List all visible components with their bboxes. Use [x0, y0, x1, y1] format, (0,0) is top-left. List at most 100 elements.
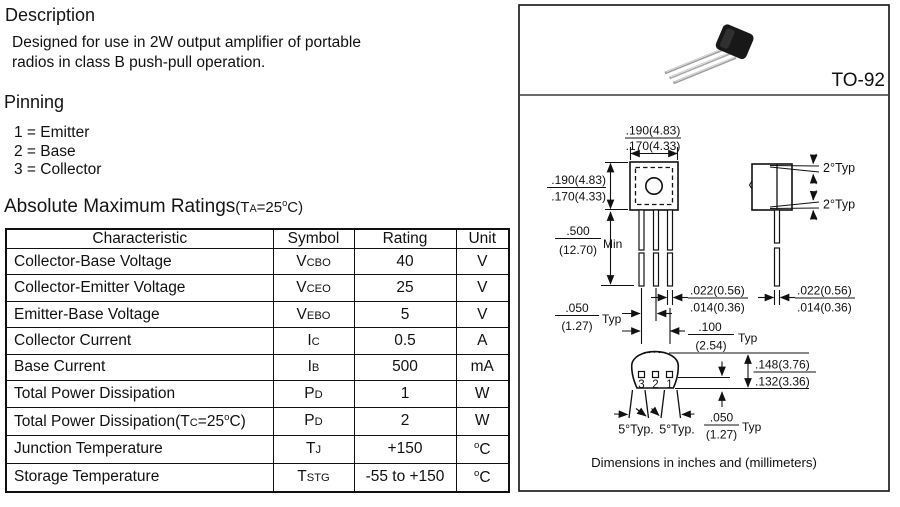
symbol-cell: TJ [272, 434, 355, 464]
characteristic-cell: Collector-Emitter Voltage [5, 274, 274, 302]
pin-item: 1 = Emitter [14, 124, 90, 141]
pin-number-2: 2 [652, 379, 658, 391]
unit-cell: V [455, 300, 510, 329]
dim-lead-length-suffix: Min [603, 237, 622, 251]
dim-lead-span-bot: (2.54) [695, 339, 726, 353]
symbol-cell: PD [272, 380, 355, 408]
rating-cell: +150 [353, 434, 457, 464]
to92-photo-body [715, 24, 754, 60]
package-panel: TO-92 .190(4.83) .170(4.33) .190(4.83) .… [518, 4, 890, 492]
symbol-cell: VCBO [272, 247, 355, 276]
dim-lead-length-top: .500 [566, 224, 590, 238]
side-view [748, 163, 793, 287]
rating-cell: 40 [353, 247, 457, 276]
symbol-cell: PD [272, 406, 355, 436]
symbol-cell: IC [272, 327, 355, 355]
pin-item: 2 = Base [14, 142, 76, 160]
unit-cell: W [455, 406, 510, 436]
dim-lead-width-side-bot: .014(0.36) [797, 301, 852, 315]
col-header-rating: Rating [353, 228, 457, 249]
dim-front-width-top: .190(4.83) [626, 124, 681, 138]
bottom-view: 3 2 1 [628, 350, 682, 419]
dim-lead-width-side-top: .022(0.56) [797, 284, 852, 298]
rating-cell: 2 [353, 406, 457, 436]
dim-lead-pitch-bot: (1.27) [561, 319, 592, 333]
dim-front-height-bot: .170(4.33) [551, 190, 606, 204]
dim-front-height-top: .190(4.83) [551, 173, 606, 187]
unit-cell: W [455, 380, 510, 408]
dimensions-footnote: Dimensions in inches and (millimeters) [591, 455, 817, 470]
package-drawing: TO-92 .190(4.83) .170(4.33) .190(4.83) .… [518, 4, 890, 492]
dim-lead-length-bot: (12.70) [559, 243, 597, 257]
ratings-heading-text: Absolute Maximum Ratings [4, 196, 236, 217]
dim-standoff-top: .050 [710, 411, 734, 425]
dim-front-width-bot: .170(4.33) [626, 139, 681, 153]
symbol-cell: VCEO [272, 274, 355, 302]
splay-angle-right-label: 5°Typ. [659, 423, 695, 437]
ratings-header-row: Characteristic Symbol Rating Unit [5, 228, 510, 249]
dim-lead-span-top: .100 [698, 320, 722, 334]
package-name: TO-92 [831, 70, 885, 91]
characteristic-cell: Collector-Base Voltage [5, 247, 274, 276]
unit-cell: oC [455, 434, 510, 464]
dim-standoff-bot: (1.27) [706, 428, 737, 442]
col-header-unit: Unit [455, 228, 510, 249]
col-header-symbol: Symbol [272, 228, 355, 249]
dim-body-depth-top: .148(3.76) [755, 358, 810, 372]
unit-cell: V [455, 274, 510, 302]
pinning-list: 1 = Emitter 2 = Base 3 = Collector [14, 124, 101, 180]
unit-cell: A [455, 327, 510, 355]
characteristic-cell: Total Power Dissipation [5, 380, 274, 408]
unit-cell: mA [455, 353, 510, 382]
symbol-cell: TSTG [272, 462, 355, 493]
dim-standoff-suffix: Typ [742, 420, 762, 434]
pin-item: 3 = Collector [14, 161, 102, 178]
characteristic-cell: Collector Current [5, 327, 274, 355]
rating-cell: 5 [353, 300, 457, 329]
pinning-heading: Pinning [4, 92, 65, 112]
unit-cell: oC [455, 462, 510, 493]
rating-cell: 500 [353, 353, 457, 382]
dim-lead-width-front-top: .022(0.56) [690, 284, 745, 298]
pin-number-1: 1 [666, 379, 672, 391]
unit-cell: V [455, 247, 510, 276]
rating-cell: -55 to +150 [353, 462, 457, 493]
rating-cell: 25 [353, 274, 457, 302]
dim-lead-width-front-bot: .014(0.36) [690, 301, 745, 315]
ratings-heading-condition: (TA=25oC) [235, 198, 304, 216]
dim-lead-pitch-suffix: Typ [602, 312, 622, 326]
dim-lead-span-suffix: Typ [738, 331, 758, 345]
characteristic-cell: Total Power Dissipation(TC=25oC) [5, 406, 274, 436]
description-text: Designed for use in 2W output amplifier … [12, 33, 361, 72]
description-line: radios in class B push-pull operation. [12, 53, 266, 71]
pin-number-3: 3 [638, 379, 644, 391]
dim-body-depth-bot: .132(3.36) [755, 375, 810, 389]
splay-angle-left-label: 5°Typ. [618, 423, 654, 437]
symbol-cell: IB [272, 353, 355, 382]
ratings-table: Characteristic Symbol Rating Unit Collec… [5, 228, 510, 493]
description-line: Designed for use in 2W output amplifier … [12, 34, 361, 51]
characteristic-cell: Junction Temperature [5, 434, 274, 464]
rating-cell: 1 [353, 380, 457, 408]
characteristic-cell: Base Current [5, 353, 274, 382]
to92-photo [664, 24, 754, 85]
draft-angle-bottom-label: 2°Typ [823, 198, 855, 212]
col-header-characteristic: Characteristic [5, 228, 274, 249]
draft-angle-top-label: 2°Typ [823, 161, 855, 175]
ratings-heading: Absolute Maximum Ratings(TA=25oC) [4, 196, 303, 218]
description-heading: Description [5, 5, 96, 25]
rating-cell: 0.5 [353, 327, 457, 355]
front-view [629, 161, 679, 287]
characteristic-cell: Emitter-Base Voltage [5, 300, 274, 329]
